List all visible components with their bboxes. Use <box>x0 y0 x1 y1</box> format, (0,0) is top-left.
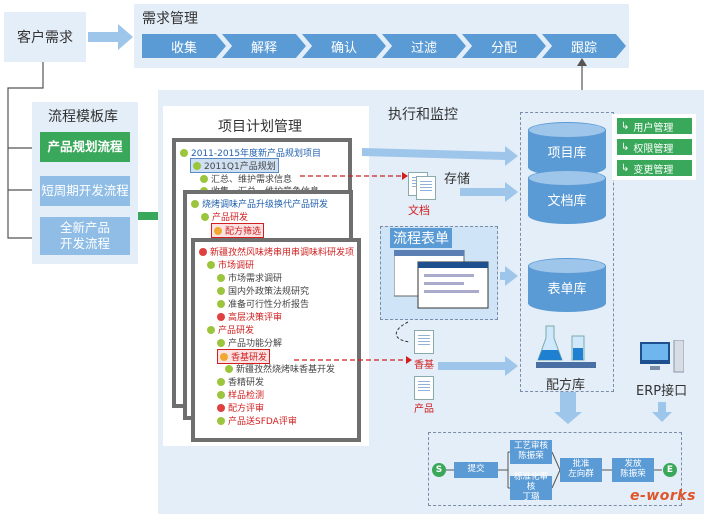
plan3-item-3[interactable]: 国内外政策法规研究 <box>228 287 310 297</box>
project-plan-title: 项目计划管理 <box>218 119 302 135</box>
storage-label: 存储 <box>444 172 471 187</box>
template-new-product[interactable]: 全新产品 开发流程 <box>40 217 130 255</box>
customer-to-req-arrow <box>88 24 133 50</box>
plan-card-3: 新疆孜然风味烤串用串调味料研发项 市场调研 市场需求调研 国内外政策法规研究 准… <box>191 238 361 442</box>
flow-craft-review-step[interactable]: 工艺审核 陈振荣 <box>510 440 552 464</box>
flow-submit-step[interactable]: 提交 <box>454 462 498 478</box>
plan3-item-12[interactable]: 配方评审 <box>228 404 265 414</box>
form-screenshot-icon <box>394 250 489 309</box>
flow-approve-step[interactable]: 批准 左向群 <box>560 458 602 482</box>
eworks-watermark-logo: e-works <box>630 488 696 504</box>
req-step-collect[interactable]: 收集 <box>142 34 226 58</box>
plan3-item-4[interactable]: 准备可行性分析报告 <box>228 300 310 310</box>
change-management-button[interactable]: ↳变更管理 <box>617 160 692 176</box>
form-db[interactable]: 表单库 <box>528 258 606 314</box>
arrow-icon: ↳ <box>621 162 630 174</box>
formula-lib-label: 配方库 <box>546 378 586 393</box>
plan3-item-11[interactable]: 样品检测 <box>228 391 265 401</box>
erp-interface-label: ERP接口 <box>636 384 688 399</box>
flow-end-node: E <box>663 463 677 477</box>
product-doc-icon <box>414 376 434 400</box>
document-db[interactable]: 文档库 <box>528 170 606 226</box>
plan1-item-2[interactable]: 汇总、维护需求信息 <box>211 175 293 185</box>
arrow-icon: ↳ <box>621 120 630 132</box>
plan3-item-13[interactable]: 产品送SFDA评审 <box>228 417 297 427</box>
database-region <box>520 112 614 392</box>
approval-flow-lines <box>442 451 662 489</box>
flow-publish-step[interactable]: 发放 陈振荣 <box>612 458 654 482</box>
plan2-item-2[interactable]: 配方筛选 <box>225 227 262 237</box>
approval-flow-region <box>428 432 682 506</box>
req-step-track[interactable]: 跟踪 <box>542 34 626 58</box>
req-step-interpret[interactable]: 解释 <box>222 34 306 58</box>
plan3-item-1[interactable]: 市场调研 <box>218 261 255 271</box>
flow-std-review-step[interactable]: 标准化审核 丁璐 <box>510 472 552 502</box>
plan3-item-7[interactable]: 产品功能分解 <box>228 339 283 349</box>
plan2-item-0[interactable]: 烧烤调味产品升级换代产品研发 <box>202 200 329 210</box>
template-short-cycle[interactable]: 短周期开发流程 <box>40 176 130 206</box>
document-label: 文档 <box>408 204 430 217</box>
req-step-filter[interactable]: 过滤 <box>382 34 466 58</box>
plan2-item-1[interactable]: 产品研发 <box>212 213 249 223</box>
xiangji-doc-icon <box>414 330 434 354</box>
requirement-management-title: 需求管理 <box>142 11 198 27</box>
template-library-title: 流程模板库 <box>48 109 118 125</box>
plan3-item-0[interactable]: 新疆孜然风味烤串用串调味料研发项 <box>210 248 355 258</box>
execution-title: 执行和监控 <box>388 107 458 123</box>
plan3-item-2[interactable]: 市场需求调研 <box>228 274 283 284</box>
project-db[interactable]: 项目库 <box>528 122 606 178</box>
xiangji-label: 香基 <box>414 360 434 371</box>
plan3-item-5[interactable]: 高层决策评审 <box>228 313 283 323</box>
flow-form-title: 流程表单 <box>390 228 452 248</box>
computer-icon <box>640 340 684 373</box>
plan3-item-8[interactable]: 香基研发 <box>231 353 268 363</box>
plan1-item-1[interactable]: 2011Q1产品规划 <box>204 162 276 172</box>
formula-flask-icon <box>536 325 596 368</box>
flow-start-node: S <box>432 463 446 477</box>
user-management-button[interactable]: ↳用户管理 <box>617 118 692 134</box>
plan3-item-9[interactable]: 新疆孜然烧烤味香基开发 <box>236 365 336 375</box>
req-step-confirm[interactable]: 确认 <box>302 34 386 58</box>
plan1-item-0[interactable]: 2011-2015年度新产品规划项目 <box>191 149 322 159</box>
plan3-item-10[interactable]: 香精研发 <box>228 378 265 388</box>
customer-demand-box: 客户需求 <box>4 12 86 62</box>
req-step-assign[interactable]: 分配 <box>462 34 546 58</box>
permission-management-button[interactable]: ↳权限管理 <box>617 139 692 155</box>
document-icon <box>416 176 436 200</box>
product-label: 产品 <box>414 404 434 415</box>
plan3-item-6[interactable]: 产品研发 <box>218 326 255 336</box>
arrow-icon: ↳ <box>621 141 630 153</box>
template-product-planning[interactable]: 产品规划流程 <box>40 132 130 162</box>
